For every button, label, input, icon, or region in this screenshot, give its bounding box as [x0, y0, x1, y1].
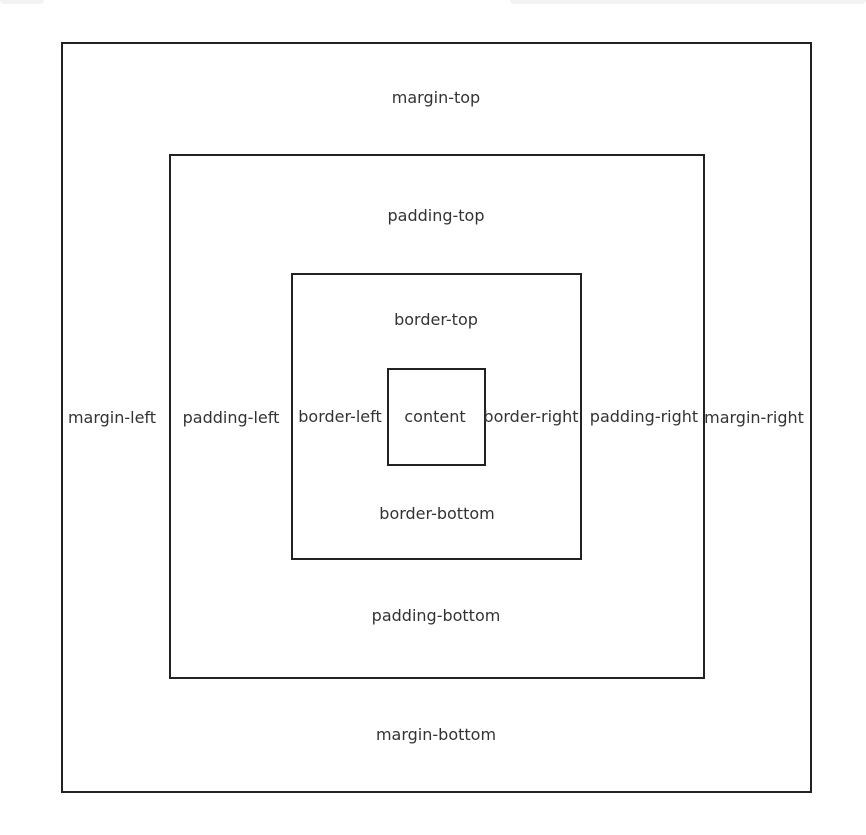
margin-right-label: margin-right [704, 408, 804, 427]
top-right-shadow [510, 0, 866, 4]
margin-bottom-label: margin-bottom [375, 725, 497, 744]
border-box [291, 273, 582, 560]
margin-box [61, 42, 812, 793]
border-right-label: border-right [483, 407, 579, 426]
border-top-label: border-top [394, 310, 478, 329]
content-label: content [404, 407, 466, 426]
margin-left-label: margin-left [67, 408, 157, 427]
top-left-shadow [0, 0, 44, 4]
border-left-label: border-left [298, 407, 382, 426]
padding-bottom-label: padding-bottom [371, 606, 501, 625]
padding-box [169, 154, 705, 679]
padding-left-label: padding-left [182, 408, 280, 427]
content-box [387, 368, 486, 466]
padding-right-label: padding-right [589, 407, 699, 426]
padding-top-label: padding-top [387, 206, 485, 225]
margin-top-label: margin-top [391, 88, 481, 107]
border-bottom-label: border-bottom [379, 504, 495, 523]
